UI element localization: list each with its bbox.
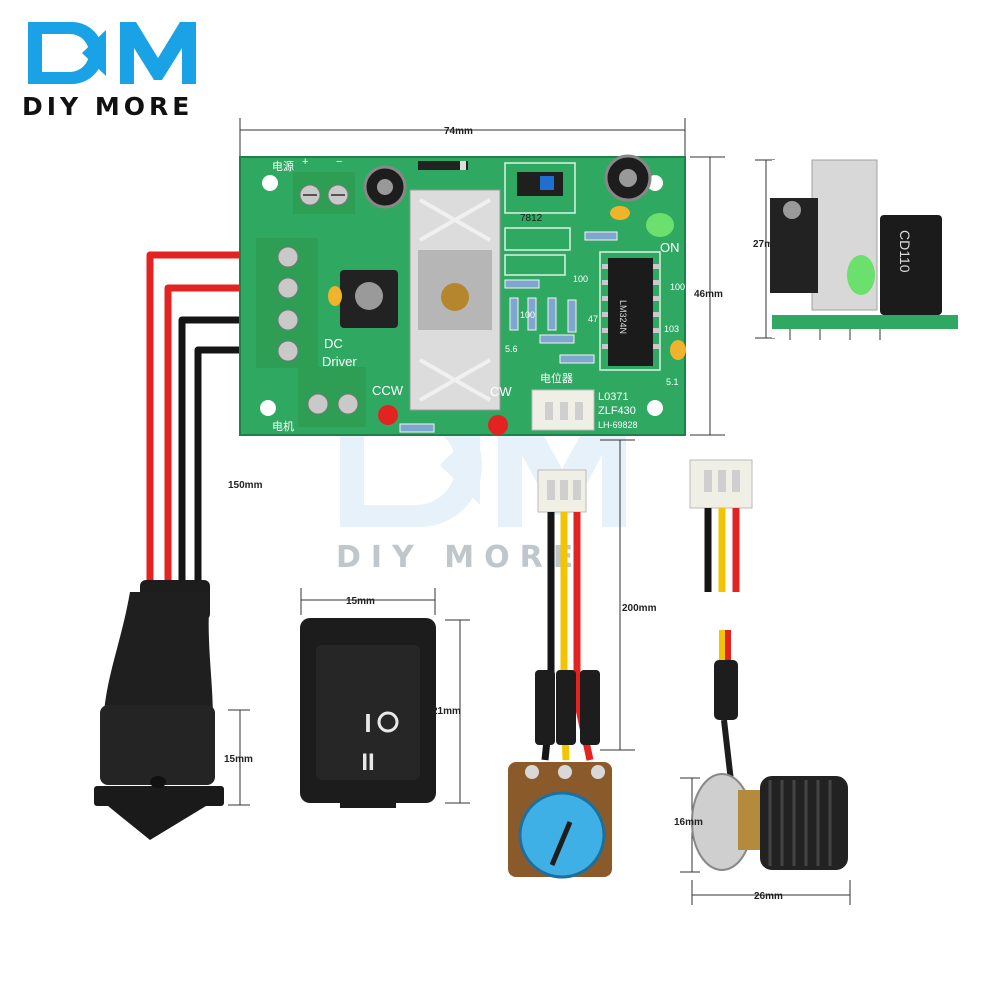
dim-board-side-height: 27mm	[753, 239, 782, 250]
pcb-resistor-47: 47	[588, 314, 598, 324]
pcb-code1: L0371	[598, 391, 629, 403]
pcb-on-label: ON	[660, 240, 680, 255]
dim-cable-length: 150mm	[228, 480, 263, 491]
dim-knob-width: 26mm	[754, 891, 783, 902]
watermark-text: DIY MORE	[336, 540, 584, 575]
pcb-chip-label: LM324N	[618, 300, 628, 334]
logo-text: DIY MORE	[22, 92, 194, 121]
switch-mark-on: I	[364, 708, 371, 738]
pcb-resistor-100b: 100	[573, 274, 588, 284]
pcb-motor-label: 电机	[272, 419, 294, 433]
pcb-resistor-5-1: 5.1	[666, 377, 679, 387]
diy-more-logo-mark	[28, 22, 196, 84]
pcb-regulator-label: 7812	[520, 213, 543, 224]
pcb-ccw-label: CCW	[372, 383, 404, 398]
pcb-dc-label: DC	[324, 336, 343, 351]
pcb-power-label: 电源	[272, 159, 294, 173]
dim-board-width: 74mm	[444, 126, 473, 137]
pcb-code2: ZLF430	[598, 405, 636, 417]
pcb-code3: LH-69828	[598, 420, 638, 430]
switch-mark-alt: II	[361, 749, 374, 776]
dim-pot-lead-length: 200mm	[622, 603, 657, 614]
pcb-plus: +	[302, 156, 308, 168]
pcb-cw-label: CW	[490, 384, 512, 399]
dim-connector-height: 15mm	[224, 754, 253, 765]
pcb-minus: −	[336, 156, 342, 168]
side-capacitor-label: CD110	[897, 230, 913, 273]
pcb-resistor-5-6: 5.6	[505, 344, 518, 354]
pcb-capacitor-103: 103	[664, 324, 679, 334]
pcb-potentiometer-label: 电位器	[540, 371, 573, 385]
pcb-resistor-100c: 100	[670, 282, 685, 292]
dim-knob-height: 16mm	[674, 817, 703, 828]
dim-switch-height: 21mm	[432, 706, 461, 717]
pcb-resistor-100a: 100	[520, 310, 535, 320]
dim-board-height: 46mm	[694, 289, 723, 300]
pcb-driver-label: Driver	[322, 354, 357, 369]
dim-switch-width: 15mm	[346, 596, 375, 607]
